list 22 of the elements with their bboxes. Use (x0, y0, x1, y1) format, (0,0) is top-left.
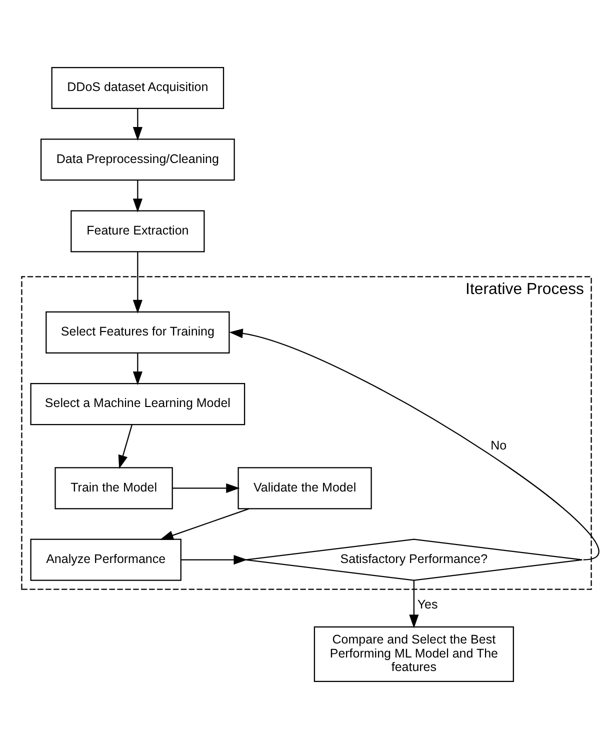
arrow (118, 424, 133, 469)
node-box: Data Preprocessing/Cleaning (40, 138, 235, 181)
arrow (409, 580, 419, 628)
arrow (229, 328, 598, 560)
arrow (160, 508, 250, 540)
node-box: Validate the Model (238, 467, 372, 510)
arrow (181, 555, 248, 565)
node-box: Select Features for Training (46, 311, 230, 354)
node-box: Select a Machine Learning Model (30, 383, 246, 426)
arrow (132, 108, 142, 141)
arrow (132, 252, 142, 314)
node-box: Feature Extraction (70, 210, 205, 252)
arrow (132, 180, 142, 212)
node-diamond: Satisfactory Performance? (245, 538, 583, 581)
arrow (172, 483, 240, 493)
node-box: Analyze Performance (30, 538, 182, 581)
node-box: Train the Model (54, 467, 173, 510)
arrow (132, 353, 142, 386)
node-box: Compare and Select the Best Performing ML Model and The features (314, 626, 514, 682)
node-box: DDoS dataset Acquisition (51, 66, 224, 110)
edge-label: No (490, 438, 507, 452)
edge-label: Yes (417, 597, 438, 612)
